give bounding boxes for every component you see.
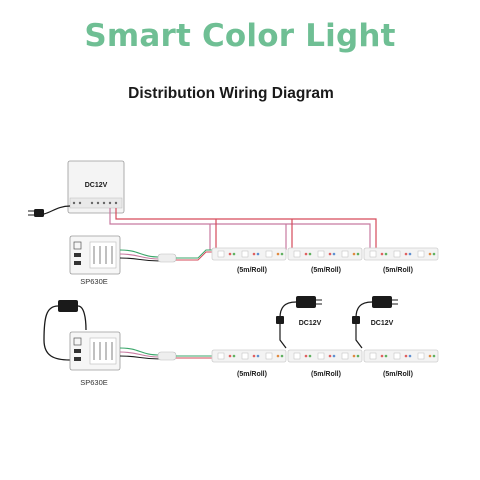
controller-output-wires-2 [119, 347, 214, 361]
roll-label-2-3: (5m/Roll) [383, 371, 413, 378]
roll-label-1-1: (5m/Roll) [237, 267, 267, 274]
controller-label-2: SP630E [80, 378, 108, 387]
diagram-subtitle: Distribution Wiring Diagram [128, 85, 334, 102]
adapter-label-1: DC12V [299, 320, 322, 327]
power-supply-box: DC12V [67, 160, 125, 214]
power-supply-label: DC12V [85, 182, 108, 189]
controller-sp630e-2 [69, 331, 121, 371]
controller-sp630e-1 [69, 235, 121, 275]
roll-label-1-3: (5m/Roll) [383, 267, 413, 274]
page-title: Smart Color Light [84, 18, 396, 54]
roll-label-2-1: (5m/Roll) [237, 371, 267, 378]
distribution-wires-1 [109, 208, 377, 250]
roll-label-1-2: (5m/Roll) [311, 267, 341, 274]
led-strip-1 [211, 247, 439, 261]
controller-label-1: SP630E [80, 277, 108, 286]
controller-output-wires-1 [119, 249, 214, 263]
inline-adapter-2 [352, 296, 398, 349]
led-strip-2 [211, 349, 439, 363]
controller-power-adapter [43, 300, 87, 361]
inline-adapter-1 [276, 296, 322, 349]
roll-label-2-2: (5m/Roll) [311, 371, 341, 378]
ac-plug-icon [28, 205, 71, 217]
adapter-label-2: DC12V [371, 320, 394, 327]
